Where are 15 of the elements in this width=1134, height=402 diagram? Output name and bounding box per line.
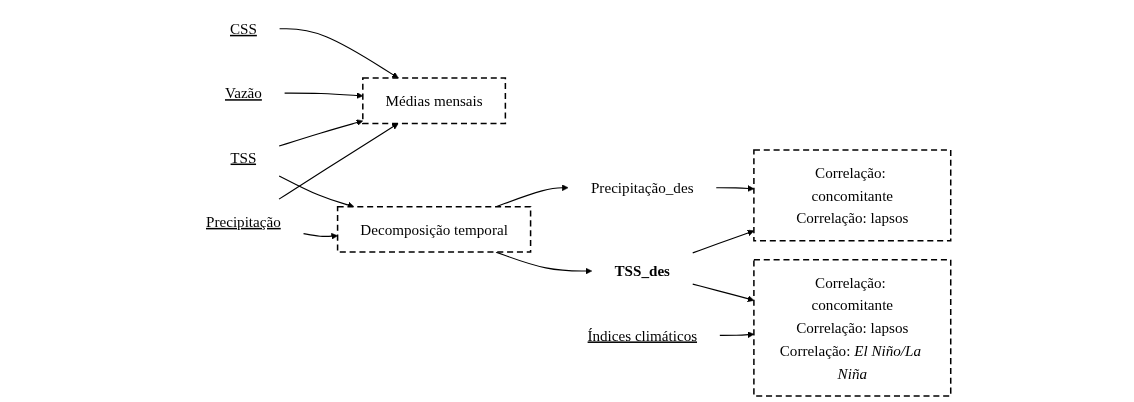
node-box: Decomposição temporal — [336, 205, 532, 253]
node-text: TSS — [230, 149, 257, 166]
arrow — [279, 28, 399, 79]
arrow — [278, 119, 364, 147]
arrow — [302, 232, 338, 240]
node-text: Índices climáticos — [587, 327, 698, 344]
node-box: Correlação: concomitante Correlação: lapsos Correlação: El Niño/La Niña — [753, 258, 952, 397]
node-box: Correlação: concomitante Correlação: lapsos — [753, 149, 952, 242]
arrow — [278, 123, 399, 200]
node-text: Precipitação — [205, 213, 281, 231]
node-text: Vazão — [224, 84, 262, 102]
node-text: TSS_des — [614, 262, 671, 280]
node-text: CSS — [229, 20, 257, 38]
node-box: Médias mensais — [362, 77, 507, 125]
node-text: Precipitação_des — [590, 179, 694, 197]
